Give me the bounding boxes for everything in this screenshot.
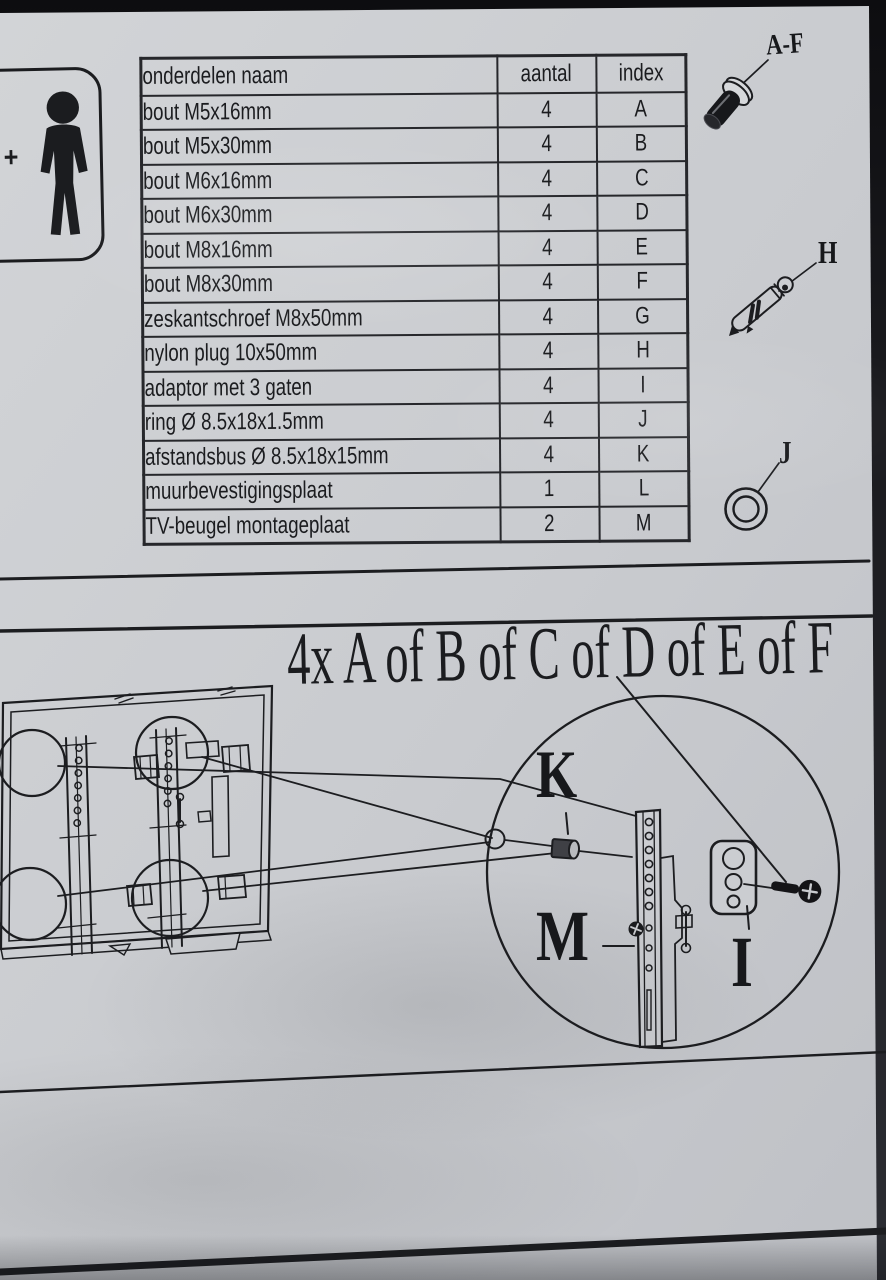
- part-index-cell: K: [598, 436, 689, 472]
- part-name-cell: bout M6x30mm: [141, 196, 499, 234]
- part-index-cell: H: [597, 333, 688, 369]
- step-heading: 4x A of B of C of D of E of F: [286, 606, 835, 702]
- table-row: bout M5x16mm 4 A: [141, 91, 687, 130]
- part-qty-cell: 4: [497, 161, 597, 197]
- part-name-cell: afstandsbus Ø 8.5x18x15mm: [143, 437, 500, 475]
- part-index-cell: G: [597, 298, 688, 334]
- divider-line-step: [0, 614, 874, 633]
- adaptor-plate-detail: [709, 839, 758, 916]
- part-qty-cell: 4: [498, 333, 598, 369]
- part-qty-cell: 2: [499, 506, 600, 542]
- header-name: onderdelen naam: [140, 55, 498, 96]
- part-qty-cell: 4: [497, 195, 598, 231]
- part-qty-cell: 4: [498, 264, 598, 300]
- part-name-cell: ring Ø 8.5x18x1.5mm: [143, 403, 500, 441]
- washer-detail: [484, 828, 506, 850]
- part-index-cell: F: [597, 264, 688, 300]
- bolt-detail: [771, 879, 822, 903]
- person-icon: [40, 91, 88, 236]
- bracket-rail-detail: [628, 808, 693, 1049]
- part-name-cell: TV-beugel montageplaat: [143, 506, 501, 544]
- part-name-cell: bout M8x30mm: [142, 265, 499, 303]
- parts-table: onderdelen naam aantal index bout M5x16m…: [139, 53, 691, 546]
- part-qty-cell: 4: [498, 230, 598, 266]
- detail-leader-4: [202, 852, 557, 892]
- table-row: bout M5x30mm 4 B: [141, 126, 687, 165]
- step-box-bottom-line: [0, 1050, 886, 1094]
- divider-line-top: [0, 559, 871, 581]
- part-name-cell: adaptor met 3 gaten: [142, 368, 500, 406]
- bracket-callout-label: M: [536, 896, 590, 976]
- page-bottom-rule: [0, 1227, 886, 1276]
- callout-circle-bottom-right: [130, 858, 210, 938]
- assembly-detail-circle: [484, 676, 841, 1050]
- bracket-rail-left: [57, 735, 160, 956]
- wall-plug-icon: [728, 276, 794, 336]
- part-index-cell: J: [598, 402, 689, 438]
- table-row: zeskantschroef M8x50mm 4 G: [142, 298, 688, 337]
- table-row: bout M8x30mm 4 F: [142, 264, 688, 303]
- parts-table-header-row: onderdelen naam aantal index: [140, 54, 687, 96]
- ring-leader-line: [757, 462, 780, 493]
- callout-circle-top-left: [0, 728, 67, 798]
- part-index-cell: A: [596, 91, 687, 127]
- detail-leader-3: [57, 841, 491, 897]
- part-index-cell: M: [598, 505, 690, 541]
- bolt-callout-label: A-F: [764, 27, 805, 62]
- header-index: index: [595, 54, 687, 93]
- i-leader-line: [746, 905, 750, 930]
- part-index-cell: C: [596, 160, 687, 196]
- part-index-cell: B: [596, 126, 687, 162]
- table-row: bout M8x16mm 4 E: [142, 229, 688, 268]
- k-leader-line: [565, 812, 569, 835]
- table-row: adaptor met 3 gaten 4 I: [142, 367, 689, 406]
- part-name-cell: muurbevestigingsplaat: [143, 472, 500, 510]
- part-qty-cell: 1: [499, 471, 599, 507]
- part-qty-cell: 4: [497, 92, 597, 128]
- detail-leader-1: [57, 765, 637, 817]
- person-badge: +: [0, 66, 106, 264]
- part-name-cell: bout M5x16mm: [141, 92, 498, 130]
- part-qty-cell: 4: [498, 299, 598, 335]
- heading-to-screw-line: [616, 676, 787, 883]
- part-name-cell: bout M5x30mm: [141, 127, 498, 165]
- part-qty-cell: 4: [498, 368, 599, 404]
- callout-circle-top-right: [134, 715, 210, 791]
- table-row: afstandsbus Ø 8.5x18x15mm 4 K: [143, 436, 689, 475]
- spacer-callout-label: K: [536, 736, 578, 812]
- part-index-cell: L: [598, 471, 689, 507]
- part-qty-cell: 4: [497, 126, 597, 162]
- table-row: ring Ø 8.5x18x1.5mm 4 J: [143, 402, 689, 441]
- part-index-cell: E: [597, 229, 688, 265]
- part-qty-cell: 4: [499, 437, 599, 473]
- part-qty-cell: 4: [499, 402, 599, 438]
- adaptor-callout-label: I: [731, 922, 753, 1002]
- part-name-cell: bout M8x16mm: [142, 230, 499, 268]
- header-qty: aantal: [496, 55, 597, 93]
- detail-leader-2: [201, 756, 493, 839]
- part-name-cell: bout M6x16mm: [141, 161, 498, 199]
- part-index-cell: I: [597, 367, 689, 403]
- part-name-cell: zeskantschroef M8x50mm: [142, 299, 499, 337]
- callout-circle-bottom-left: [0, 866, 68, 942]
- spacer-bushing-detail: [550, 838, 581, 860]
- plug-callout-label: H: [818, 234, 838, 270]
- table-row: muurbevestigingsplaat 1 L: [143, 471, 689, 510]
- ring-icon: [724, 487, 768, 531]
- tv-panel-diagram: [0, 684, 637, 960]
- ring-callout-label: J: [779, 434, 792, 470]
- part-index-cell: D: [596, 195, 688, 231]
- part-name-cell: nylon plug 10x50mm: [142, 334, 499, 372]
- table-row: bout M6x16mm 4 C: [141, 160, 687, 199]
- table-row: nylon plug 10x50mm 4 H: [142, 333, 688, 372]
- table-row: TV-beugel montageplaat 2 M: [143, 505, 690, 544]
- table-row: bout M6x30mm 4 D: [141, 195, 688, 234]
- parts-table-body: bout M5x16mm 4 A bout M5x30mm 4 B bout M…: [141, 91, 690, 544]
- bolt-icon: [703, 76, 754, 130]
